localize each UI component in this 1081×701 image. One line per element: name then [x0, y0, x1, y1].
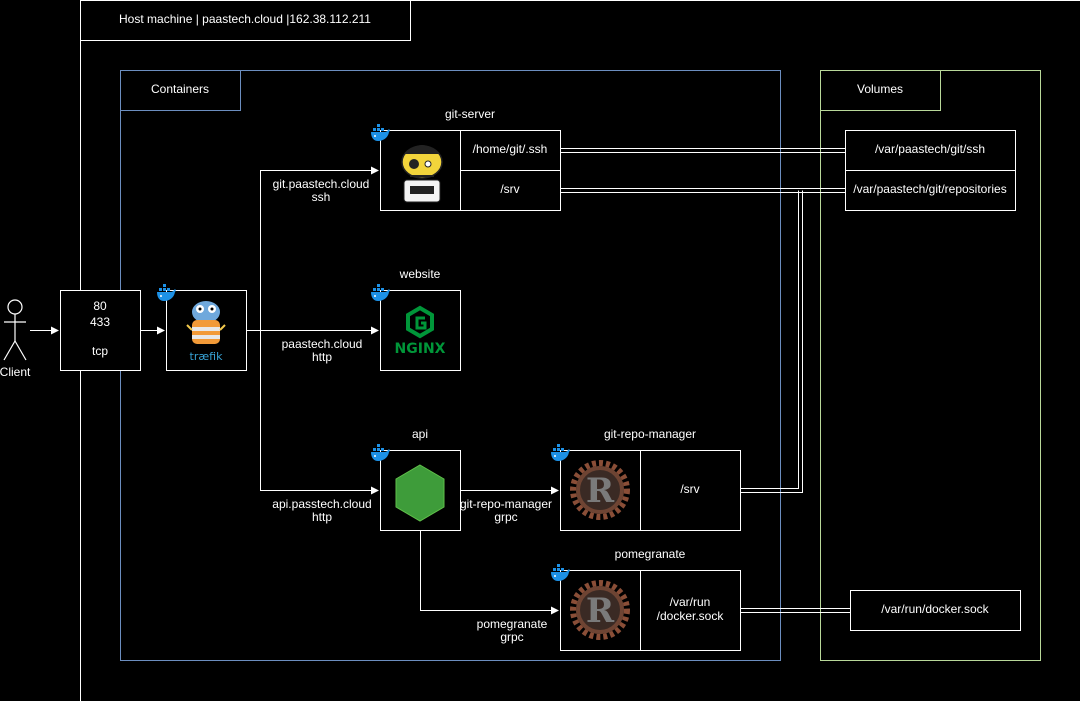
- client-actor-icon: [3, 299, 27, 361]
- edge-api-to-pomegranate: [420, 530, 559, 615]
- pomegranate-rust-icon: [573, 583, 627, 637]
- volumes-title: Volumes: [857, 82, 903, 96]
- website-title: website: [399, 267, 441, 281]
- ports-box: [60, 290, 141, 371]
- volume-repos-box: [845, 170, 1016, 211]
- api-title: api: [412, 427, 428, 441]
- pomegranate-mount-line2: /docker.sock: [657, 609, 725, 623]
- pomegranate-title: pomegranate: [615, 547, 686, 561]
- edge-web-label-proto: http: [312, 350, 332, 364]
- volume-repos-label: /var/paastech/git/repositories: [853, 182, 1006, 196]
- client-label: Client: [0, 365, 31, 379]
- port-433: 433: [90, 315, 110, 329]
- edge-traefik-to-git-server: [260, 166, 379, 331]
- mount-grm-repos-link: [740, 190, 803, 493]
- git-repo-manager-rust-icon: [573, 463, 627, 517]
- pomegranate-mount-line1: /var/run: [670, 595, 711, 609]
- edge-grm-label-name: git-repo-manager: [460, 497, 552, 511]
- containers-header: [120, 70, 241, 111]
- edge-git-label-host: git.paastech.cloud: [273, 177, 370, 191]
- edge-web-label-host: paastech.cloud: [282, 337, 363, 351]
- git-server-mount-srv: /srv: [500, 182, 519, 196]
- website-node: [380, 290, 461, 371]
- volumes-header: [820, 70, 941, 111]
- edge-api-label-host: api.passtech.cloud: [272, 497, 371, 511]
- git-server-mount-ssh: /home/git/.ssh: [473, 142, 548, 156]
- nginx-logo-text: NGINX: [395, 341, 446, 357]
- edge-api-label-bg: [272, 496, 372, 526]
- volume-docker-sock-box: [850, 590, 1021, 631]
- edge-api-label-proto: http: [312, 510, 332, 524]
- edge-pom-label-bg: [474, 616, 550, 646]
- edge-grm-label-proto: grpc: [494, 510, 517, 524]
- traefik-logo-text: træfik: [190, 350, 224, 363]
- nodejs-logo-icon: [395, 464, 445, 522]
- traefik-gopher-icon: [186, 301, 226, 344]
- git-repo-manager-mount-srv: /srv: [680, 482, 699, 496]
- host-machine-label: Host machine | paastech.cloud |162.38.11…: [119, 12, 371, 26]
- edge-traefik-to-api: [260, 330, 379, 495]
- gitea-pirate-icon: [401, 145, 443, 203]
- mount-ssh-link: [560, 148, 846, 153]
- containers-title: Containers: [151, 82, 209, 96]
- edge-git-label-bg: [272, 176, 370, 206]
- edge-pom-label-proto: grpc: [500, 630, 523, 644]
- volume-docker-sock-label: /var/run/docker.sock: [881, 602, 989, 616]
- port-80: 80: [93, 299, 107, 313]
- nginx-logo-icon: [406, 305, 434, 339]
- git-server-title: git-server: [445, 107, 495, 121]
- edge-web-label-bg: [282, 336, 362, 366]
- edge-grm-label-bg: [461, 496, 551, 526]
- port-protocol: tcp: [92, 344, 108, 358]
- host-machine-header: [80, 0, 411, 41]
- edge-git-label-proto: ssh: [312, 190, 331, 204]
- volume-ssh-label: /var/paastech/git/ssh: [875, 142, 985, 156]
- git-repo-manager-title: git-repo-manager: [604, 427, 696, 441]
- mount-docker-sock-link: [740, 608, 851, 613]
- edge-pom-label-name: pomegranate: [477, 617, 548, 631]
